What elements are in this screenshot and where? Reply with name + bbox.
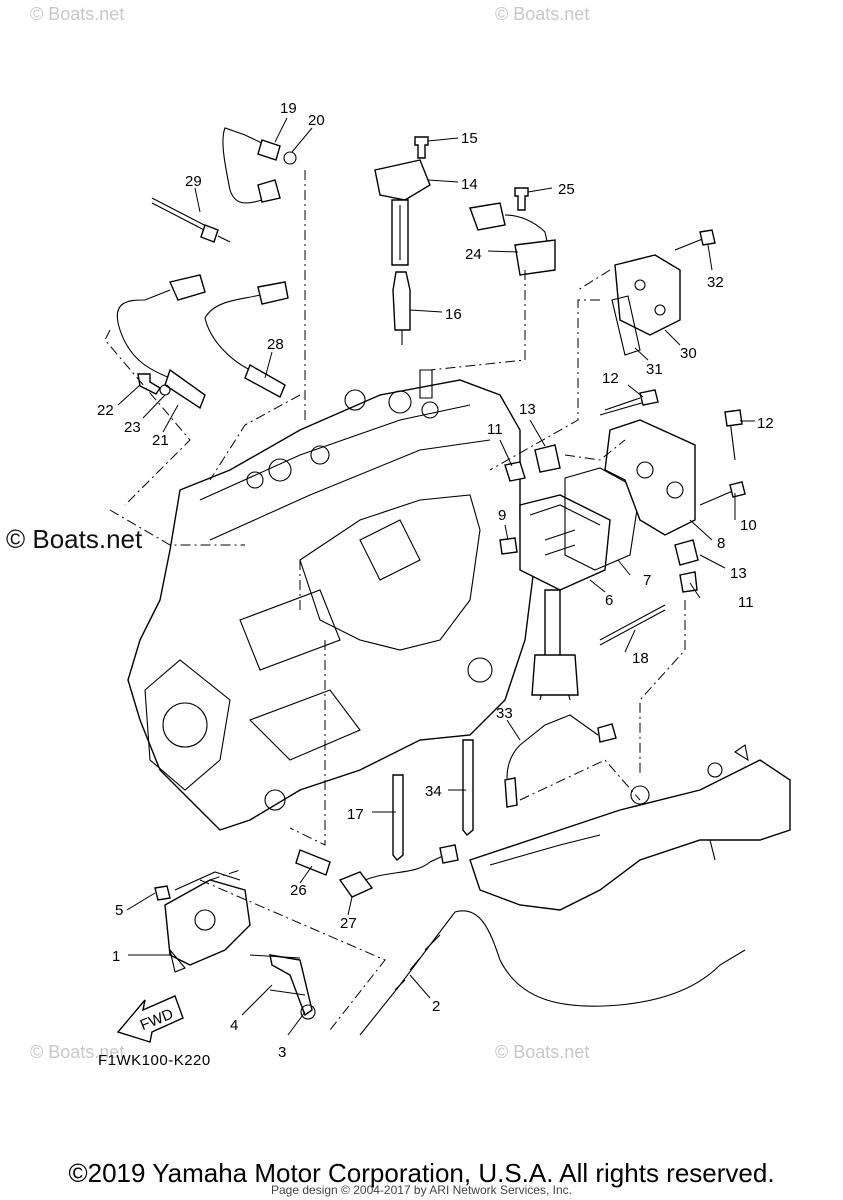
collar-11-top xyxy=(504,461,526,482)
callout-10: 10 xyxy=(740,517,757,534)
callout-12-right: 12 xyxy=(757,415,774,432)
throttle-bracket xyxy=(249,954,316,1020)
callout-18: 18 xyxy=(632,650,649,667)
watermark-top-right: © Boats.net xyxy=(495,4,590,24)
callout-11-bottom: 11 xyxy=(738,594,754,611)
callout-24: 24 xyxy=(465,246,482,263)
leader-lines xyxy=(117,117,755,1036)
exhaust-pipe xyxy=(469,744,791,911)
bolt-9 xyxy=(499,537,518,555)
ignition-coil xyxy=(374,159,431,266)
callout-16: 16 xyxy=(445,306,462,323)
watermark-mid-left: © Boats.net xyxy=(6,524,143,554)
sensor-33-connector xyxy=(597,723,617,743)
callout-13-top: 13 xyxy=(519,401,536,418)
page-design-credit: Page design © 2004-2017 by ARI Network S… xyxy=(270,1183,572,1197)
bolt-32 xyxy=(674,237,706,251)
callout-5: 5 xyxy=(115,902,123,919)
bolt-5 xyxy=(154,885,171,901)
callout-20: 20 xyxy=(308,112,325,129)
callout-28: 28 xyxy=(267,336,284,353)
callout-9: 9 xyxy=(498,507,506,524)
cable-tie-34 xyxy=(462,739,474,836)
parts-diagram: FWD xyxy=(97,100,791,1061)
throttle-body xyxy=(164,871,251,973)
callout-15: 15 xyxy=(461,130,478,147)
gasket-31 xyxy=(611,295,641,356)
gasket-7 xyxy=(564,467,641,571)
callout-19: 19 xyxy=(280,100,297,117)
grommet-13-bottom xyxy=(674,539,699,566)
callout-12-left: 12 xyxy=(602,370,619,387)
engine-block xyxy=(127,369,536,831)
bolt-10 xyxy=(699,489,736,506)
harness-6 xyxy=(544,589,561,661)
callout-17: 17 xyxy=(347,806,364,823)
callout-2: 2 xyxy=(432,998,440,1015)
cam-sensor xyxy=(469,202,556,276)
cable-tie-17 xyxy=(392,774,404,861)
grommet-13-top xyxy=(534,444,561,473)
spark-plug xyxy=(392,271,411,345)
callout-7: 7 xyxy=(643,572,651,589)
callout-29: 29 xyxy=(185,173,202,190)
callout-32: 32 xyxy=(707,274,724,291)
bolt-25 xyxy=(514,187,529,211)
stud-29 xyxy=(151,197,231,243)
callout-22: 22 xyxy=(97,402,114,419)
diagram-code: F1WK100-K220 xyxy=(98,1052,211,1069)
callout-14: 14 xyxy=(461,176,478,193)
callout-34: 34 xyxy=(425,783,442,800)
stud-18 xyxy=(599,604,666,641)
fwd-arrow: FWD xyxy=(116,995,184,1043)
callouts: 1 2 3 4 5 6 7 8 9 10 11 11 12 12 13 13 1… xyxy=(97,100,774,1061)
callout-33: 33 xyxy=(496,705,513,722)
bolt-12-right xyxy=(729,419,736,461)
watermark-bottom-right: © Boats.net xyxy=(495,1042,590,1062)
callout-6: 6 xyxy=(605,592,613,609)
callout-31: 31 xyxy=(646,361,663,378)
callout-21: 21 xyxy=(152,432,169,449)
callout-26: 26 xyxy=(290,882,307,899)
watermark-bottom-left: © Boats.net xyxy=(30,1042,125,1062)
watermark-top-left: © Boats.net xyxy=(30,4,125,24)
callout-25: 25 xyxy=(558,181,575,198)
knock-sensor-27 xyxy=(338,871,374,898)
callout-30: 30 xyxy=(680,345,697,362)
callout-11-top: 11 xyxy=(487,421,503,438)
bracket-8 xyxy=(604,419,696,536)
callout-27: 27 xyxy=(340,915,357,932)
callout-8: 8 xyxy=(717,535,725,552)
throttle-cable xyxy=(359,910,746,1036)
sensor-19-cable xyxy=(222,127,269,204)
callout-13-bottom: 13 xyxy=(730,565,747,582)
callout-1: 1 xyxy=(112,948,120,965)
bolt-15 xyxy=(414,136,429,159)
sensor-26 xyxy=(295,849,331,876)
bolt-12-left xyxy=(599,397,646,416)
callout-23: 23 xyxy=(124,419,141,436)
reference-lines xyxy=(104,170,686,1031)
callout-4: 4 xyxy=(230,1017,238,1034)
sensor-30 xyxy=(614,254,681,336)
callout-3: 3 xyxy=(278,1044,286,1061)
copyright-notice: ©2019 Yamaha Motor Corporation, U.S.A. A… xyxy=(68,1158,775,1188)
